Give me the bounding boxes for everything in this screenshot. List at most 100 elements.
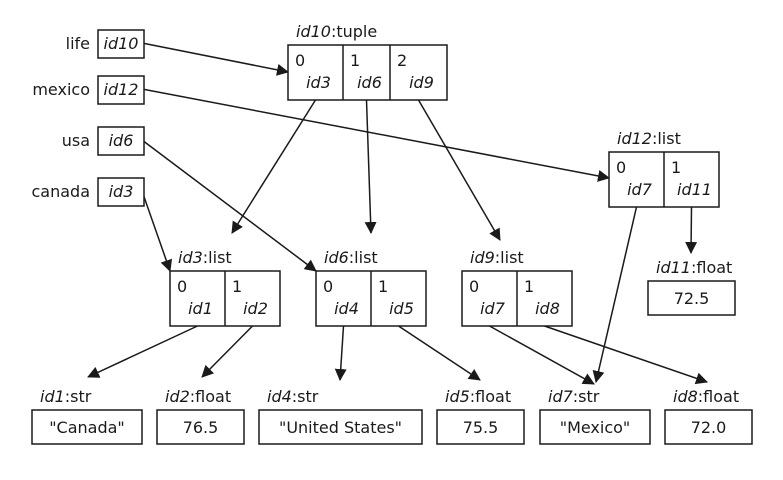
cell-ref: id5: [389, 299, 414, 318]
value-box: [31, 409, 143, 445]
value-box: [664, 409, 753, 445]
variable-name: canada: [31, 182, 90, 201]
object-id8: id8:float 72.0: [664, 387, 753, 445]
cell-ref: id3: [306, 73, 331, 92]
object-id2: id2:float 76.5: [156, 387, 245, 445]
arrow-id12-1-to-id11: [685, 206, 698, 254]
cell-index: 1: [671, 158, 681, 177]
variable-box: [97, 126, 145, 156]
cell-index: 1: [232, 277, 242, 296]
cell-ref: id8: [535, 299, 560, 318]
value-text: 76.5: [183, 418, 219, 437]
variable-box: [97, 75, 145, 105]
arrow-canada-to-id3: [141, 190, 173, 272]
container-cell: 1 id11: [663, 152, 712, 207]
value-text: 72.0: [691, 418, 727, 437]
value-box: [647, 280, 736, 316]
value-text: "Canada": [49, 418, 125, 437]
object-label: id10:tuple: [296, 22, 377, 41]
cell-ref: id1: [188, 299, 213, 318]
value-text: 75.5: [463, 418, 499, 437]
arrow-id12-0-to-id7: [592, 206, 638, 383]
variable-name: usa: [62, 131, 90, 150]
object-label: id6:list: [324, 248, 378, 267]
cell-index: 0: [616, 158, 626, 177]
variable-name: life: [66, 34, 90, 53]
cell-index: 0: [295, 51, 305, 70]
arrow-id6-1-to-id5: [398, 325, 481, 381]
variable-box: [97, 177, 145, 207]
object-label: id8:float: [673, 387, 739, 406]
object-label: id2:float: [165, 387, 231, 406]
arrow-id9-1-to-id8: [544, 325, 708, 385]
cell-index: 0: [469, 277, 479, 296]
object-label: id5:float: [445, 387, 511, 406]
reference-arrows: [87, 42, 708, 385]
cell-ref: id11: [677, 180, 712, 199]
object-label: id11:float: [656, 258, 732, 277]
value-box: [258, 409, 423, 445]
arrow-id10-2-to-id9: [417, 99, 501, 241]
object-id5: id5:float 75.5: [436, 387, 525, 445]
cell-ref: id2: [243, 299, 268, 318]
value-box: [539, 409, 651, 445]
cell-ref: id4: [334, 299, 359, 318]
variable-canada: canada id3: [31, 177, 145, 207]
object-label: id7:str: [548, 387, 600, 406]
arrow-id10-1-to-id6: [364, 99, 377, 234]
cell-ref: id6: [357, 73, 382, 92]
object-id7: id7:str "Mexico": [539, 387, 651, 445]
value-box: [156, 409, 245, 445]
arrow-id9-0-to-id7: [489, 325, 595, 385]
value-box: [436, 409, 525, 445]
cell-ref: id7: [627, 180, 653, 199]
object-label: id3:list: [178, 248, 232, 267]
object-label: id12:list: [617, 129, 681, 148]
cell-index: 1: [524, 277, 534, 296]
cell-index: 0: [177, 277, 187, 296]
variable-ref: id12: [104, 80, 139, 99]
variable-usa: usa id6: [62, 126, 145, 156]
object-label: id4:str: [267, 387, 319, 406]
variable-name: mexico: [32, 80, 90, 99]
cell-index: 0: [323, 277, 333, 296]
cell-ref: id9: [409, 73, 434, 92]
variable-ref: id3: [109, 182, 134, 201]
value-text: "Mexico": [560, 418, 631, 437]
arrow-id3-1-to-id2: [201, 325, 254, 378]
object-id1: id1:str"Canada": [31, 387, 143, 445]
arrow-usa-to-id6: [141, 139, 317, 272]
variable-mexico: mexico id12: [32, 75, 145, 105]
object-label: id9:list: [470, 248, 524, 267]
cell-index: 1: [378, 277, 388, 296]
arrow-id6-0-to-id4: [334, 325, 347, 381]
variable-ref: id6: [109, 131, 134, 150]
container-box: [287, 44, 448, 101]
value-text: 72.5: [674, 289, 710, 308]
variable-ref: id10: [104, 34, 139, 53]
variable-box: [97, 29, 145, 59]
variable-life: life id10: [66, 29, 145, 59]
object-id4: id4:str "United States": [258, 387, 423, 445]
cell-index: 1: [350, 51, 360, 70]
value-text: "United States": [279, 418, 402, 437]
cell-index: 2: [397, 51, 407, 70]
arrow-mexico-to-id12: [141, 88, 610, 182]
cell-ref: id7: [480, 299, 506, 318]
